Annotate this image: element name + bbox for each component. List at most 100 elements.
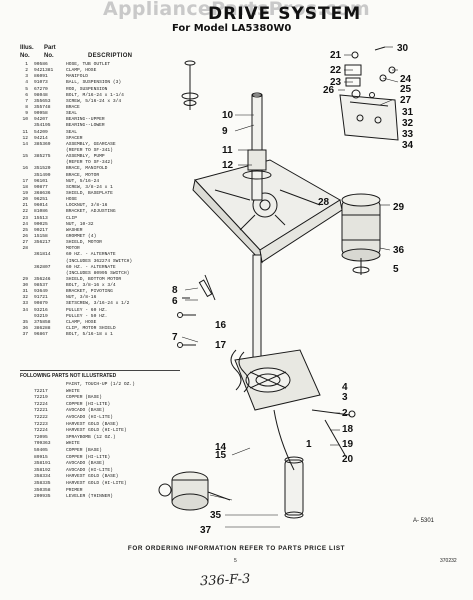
description-cell: HARVEST GOLD (BASE) bbox=[66, 421, 119, 427]
callout-6: 6 bbox=[172, 296, 178, 307]
callout-29: 29 bbox=[393, 202, 405, 213]
callout-12: 12 bbox=[222, 160, 234, 171]
part-no-cell: 72219 bbox=[34, 395, 48, 401]
part-no-cell: 90877 bbox=[34, 184, 48, 190]
part-no-cell: 350358 bbox=[34, 487, 51, 493]
not-illustrated-row: 72222 AVOCADO (HI-LITE) bbox=[14, 415, 184, 422]
figure-number: A- 5301 bbox=[413, 518, 435, 524]
callout-1: 1 bbox=[306, 439, 312, 450]
illus-no-cell: 24 bbox=[22, 221, 28, 227]
part-no-cell: 59405 bbox=[34, 447, 48, 453]
header-illus-no: No. bbox=[20, 53, 30, 59]
description-cell: HOSE, TUB OUTLET bbox=[66, 62, 111, 67]
part-no-cell: 72221 bbox=[34, 408, 48, 414]
part-no-cell: 93649 bbox=[34, 289, 48, 295]
illus-no-cell: 4 bbox=[25, 80, 28, 86]
part-no-cell: 354195 bbox=[34, 123, 51, 129]
description-cell: BOLT, 3/8-16 x 3/4 bbox=[66, 283, 116, 289]
description-cell: WHITE bbox=[66, 388, 80, 394]
manifold bbox=[158, 471, 231, 511]
part-no-cell: 90586 bbox=[34, 62, 48, 67]
callout-32: 32 bbox=[402, 118, 414, 129]
illus-no-cell: 37 bbox=[22, 332, 28, 338]
callout-11: 11 bbox=[222, 145, 233, 156]
part-no-cell: 54209 bbox=[34, 129, 48, 135]
callout-17: 17 bbox=[215, 340, 227, 351]
part-no-cell: 81086 bbox=[34, 209, 48, 215]
adjusting-bracket bbox=[339, 46, 399, 141]
description-cell: AVOCADO (BASE) bbox=[66, 461, 105, 467]
part-no-cell: 15158 bbox=[34, 233, 48, 239]
description-cell: 60 HZ. - ALTERNATE bbox=[66, 264, 116, 270]
page-number: 5 bbox=[234, 558, 237, 564]
callout-3: 3 bbox=[342, 392, 348, 403]
description-cell: (REFER TO SF-342) bbox=[66, 160, 113, 166]
description-cell: NUT, 5/16-24 bbox=[66, 178, 100, 184]
part-no-cell: 98048 bbox=[34, 92, 48, 98]
part-no-cell: 385275 bbox=[34, 154, 51, 160]
description-cell: SHIELD, MOTOR bbox=[66, 240, 102, 246]
part-no-cell: 72095 bbox=[34, 434, 48, 440]
callout-7: 7 bbox=[172, 332, 178, 343]
illus-no-cell: 16 bbox=[22, 166, 28, 172]
part-no-cell: 72217 bbox=[34, 388, 48, 394]
illus-no-cell: 5 bbox=[25, 86, 28, 92]
description-cell: AVOCADO (HI-LITE) bbox=[66, 414, 113, 420]
callout-10: 10 bbox=[222, 110, 234, 121]
description-cell: LEVELER (THINNER) bbox=[66, 494, 113, 500]
callout-20: 20 bbox=[342, 454, 354, 465]
illus-no-cell: 26 bbox=[22, 233, 28, 239]
description-cell: SEAL bbox=[66, 129, 78, 135]
not-illustrated-row: 72095 SPRAYBOMB (12 OZ.) bbox=[14, 435, 184, 442]
page-title: DRIVE SYSTEM bbox=[208, 4, 362, 24]
callout-9: 9 bbox=[222, 126, 228, 137]
description-cell: 60 HZ. - ALTERNATE bbox=[66, 252, 116, 258]
description-cell: HOSE bbox=[66, 197, 78, 203]
description-cell: AVOCADO (HI-LITE) bbox=[66, 467, 113, 473]
description-cell: ASSEMBLY, PUMP bbox=[66, 154, 105, 160]
illus-no-cell: 19 bbox=[22, 190, 28, 196]
part-no-cell: 358334 bbox=[34, 474, 51, 480]
description-cell: SPRAYBOMB (12 OZ.) bbox=[66, 434, 116, 440]
callout-37: 37 bbox=[200, 525, 212, 536]
description-cell: PULLEY - 50 HZ. bbox=[66, 313, 108, 319]
callout-19: 19 bbox=[342, 439, 354, 450]
part-no-cell: 72222 bbox=[34, 414, 48, 420]
part-no-cell: 90025 bbox=[34, 221, 48, 227]
callout-24: 24 bbox=[400, 74, 412, 85]
description-cell: COPPER (BASE) bbox=[66, 447, 102, 453]
part-no-cell: 94207 bbox=[34, 117, 48, 123]
description-cell: BRACKET, ADJUSTING bbox=[66, 209, 116, 215]
callout-25: 25 bbox=[400, 84, 412, 95]
part-no-cell: 86091 bbox=[34, 74, 48, 80]
description-cell: PULLEY - 60 HZ. bbox=[66, 307, 108, 313]
illus-no-cell: 6 bbox=[25, 92, 28, 98]
description-cell: CLIP bbox=[66, 215, 78, 221]
callout-31: 31 bbox=[402, 107, 414, 118]
leader-lines bbox=[181, 46, 399, 528]
not-illustrated-row: PAINT, TOUCH-UP (1/2 OZ.) bbox=[14, 382, 184, 389]
description-cell: SCREW, 5/16-24 x 3/4 bbox=[66, 98, 122, 104]
description-cell: NUT, 10-32 bbox=[66, 221, 94, 227]
